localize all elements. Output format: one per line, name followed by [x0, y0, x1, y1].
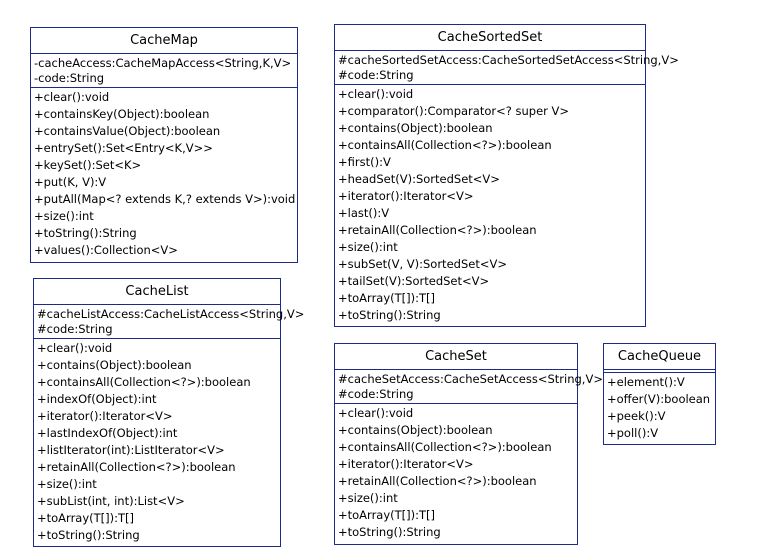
class-name: CacheList: [34, 279, 280, 305]
operation: +subSet(V, V):SortedSet<V>: [338, 257, 507, 271]
operation: +clear():void: [37, 341, 113, 355]
operation: +retainAll(Collection<?>):boolean: [338, 474, 537, 488]
operation: +contains(Object):boolean: [338, 423, 493, 437]
operations-compartment: +clear():void +comparator():Comparator<?…: [335, 85, 645, 326]
operation: +iterator():Iterator<V>: [338, 189, 474, 203]
operation: +last():V: [338, 206, 390, 220]
operation: +retainAll(Collection<?>):boolean: [338, 223, 537, 237]
operation: +iterator():Iterator<V>: [338, 457, 474, 471]
operation: +toArray(T[]):T[]: [37, 511, 134, 525]
class-name: CacheMap: [31, 28, 297, 54]
operation: +toString():String: [37, 528, 140, 542]
class-name: CacheSet: [335, 344, 577, 370]
operation: +listIterator(int):ListIterator<V>: [37, 443, 225, 457]
attribute: #cacheListAccess:CacheListAccess<String,…: [37, 307, 305, 321]
operation: +toString():String: [338, 308, 441, 322]
operation: +toString():String: [338, 525, 441, 539]
class-name: CacheSortedSet: [335, 25, 645, 51]
operation: +toString():String: [34, 226, 137, 240]
attribute: -cacheAccess:CacheMapAccess<String,K,V>: [34, 56, 292, 70]
operation: +retainAll(Collection<?>):boolean: [37, 460, 236, 474]
operation: +size():int: [338, 240, 398, 254]
attribute: #cacheSetAccess:CacheSetAccess<String,V>: [338, 372, 603, 386]
class-name: CacheQueue: [604, 344, 715, 370]
operation: +offer(V):boolean: [607, 392, 711, 406]
class-box-cachesortedset[interactable]: CacheSortedSet #cacheSortedSetAccess:Cac…: [334, 24, 679, 327]
operation: +clear():void: [338, 87, 414, 101]
operation: +containsAll(Collection<?>):boolean: [37, 375, 251, 389]
operation: +toArray(T[]):T[]: [338, 508, 435, 522]
operation: +containsValue(Object):boolean: [34, 124, 221, 138]
class-box-cacheset[interactable]: CacheSet #cacheSetAccess:CacheSetAccess<…: [334, 343, 603, 545]
operation: +containsAll(Collection<?>):boolean: [338, 138, 552, 152]
attributes-compartment: #cacheListAccess:CacheListAccess<String,…: [34, 305, 305, 339]
operation: +comparator():Comparator<? super V>: [338, 104, 570, 118]
operation: +putAll(Map<? extends K,? extends V>):vo…: [34, 192, 296, 206]
operation: +containsAll(Collection<?>):boolean: [338, 440, 552, 454]
operation: +poll():V: [607, 426, 659, 440]
attributes-compartment: #cacheSetAccess:CacheSetAccess<String,V>…: [335, 370, 603, 404]
attribute: #code:String: [338, 67, 414, 82]
operation: +keySet():Set<K>: [34, 158, 142, 172]
attribute: #cacheSortedSetAccess:CacheSortedSetAcce…: [338, 53, 679, 67]
class-box-cachequeue[interactable]: CacheQueue +element():V +offer(V):boolea…: [603, 343, 716, 445]
operation: +toArray(T[]):T[]: [338, 291, 435, 305]
attributes-compartment: #cacheSortedSetAccess:CacheSortedSetAcce…: [335, 51, 679, 85]
operation: +first():V: [338, 155, 391, 169]
operation: +clear():void: [338, 406, 414, 420]
operations-compartment: +element():V +offer(V):boolean +peek():V…: [604, 373, 715, 444]
operation: +containsKey(Object):boolean: [34, 107, 210, 121]
operation: +values():Collection<V>: [34, 243, 178, 257]
operation: +tailSet(V):SortedSet<V>: [338, 274, 490, 288]
class-box-cachemap[interactable]: CacheMap -cacheAccess:CacheMapAccess<Str…: [30, 27, 298, 263]
operation: +iterator():Iterator<V>: [37, 409, 173, 423]
operation: +contains(Object):boolean: [37, 358, 192, 372]
operation: +clear():void: [34, 90, 110, 104]
operation: +lastIndexOf(Object):int: [37, 426, 178, 440]
operation: +contains(Object):boolean: [338, 121, 493, 135]
class-box-cachelist[interactable]: CacheList #cacheListAccess:CacheListAcce…: [33, 278, 305, 547]
operation: +element():V: [607, 375, 685, 389]
operation: +put(K, V):V: [34, 175, 107, 189]
operation: +entrySet():Set<Entry<K,V>>: [34, 141, 213, 155]
operation: +size():int: [34, 209, 94, 223]
operation: +subList(int, int):List<V>: [37, 494, 185, 508]
operations-compartment: +clear():void +containsKey(Object):boole…: [31, 88, 297, 261]
operation: +indexOf(Object):int: [37, 392, 157, 406]
operation: +size():int: [37, 477, 97, 491]
operation: +headSet(V):SortedSet<V>: [338, 172, 500, 186]
operations-compartment: +clear():void +contains(Object):boolean …: [335, 404, 577, 543]
attribute: #code:String: [37, 321, 113, 336]
attribute: -code:String: [34, 70, 105, 85]
operation: +peek():V: [607, 409, 666, 423]
attributes-compartment: -cacheAccess:CacheMapAccess<String,K,V> …: [31, 54, 297, 88]
attribute: #code:String: [338, 386, 414, 401]
attributes-compartment: [604, 370, 715, 373]
operation: +size():int: [338, 491, 398, 505]
operations-compartment: +clear():void +contains(Object):boolean …: [34, 339, 280, 546]
